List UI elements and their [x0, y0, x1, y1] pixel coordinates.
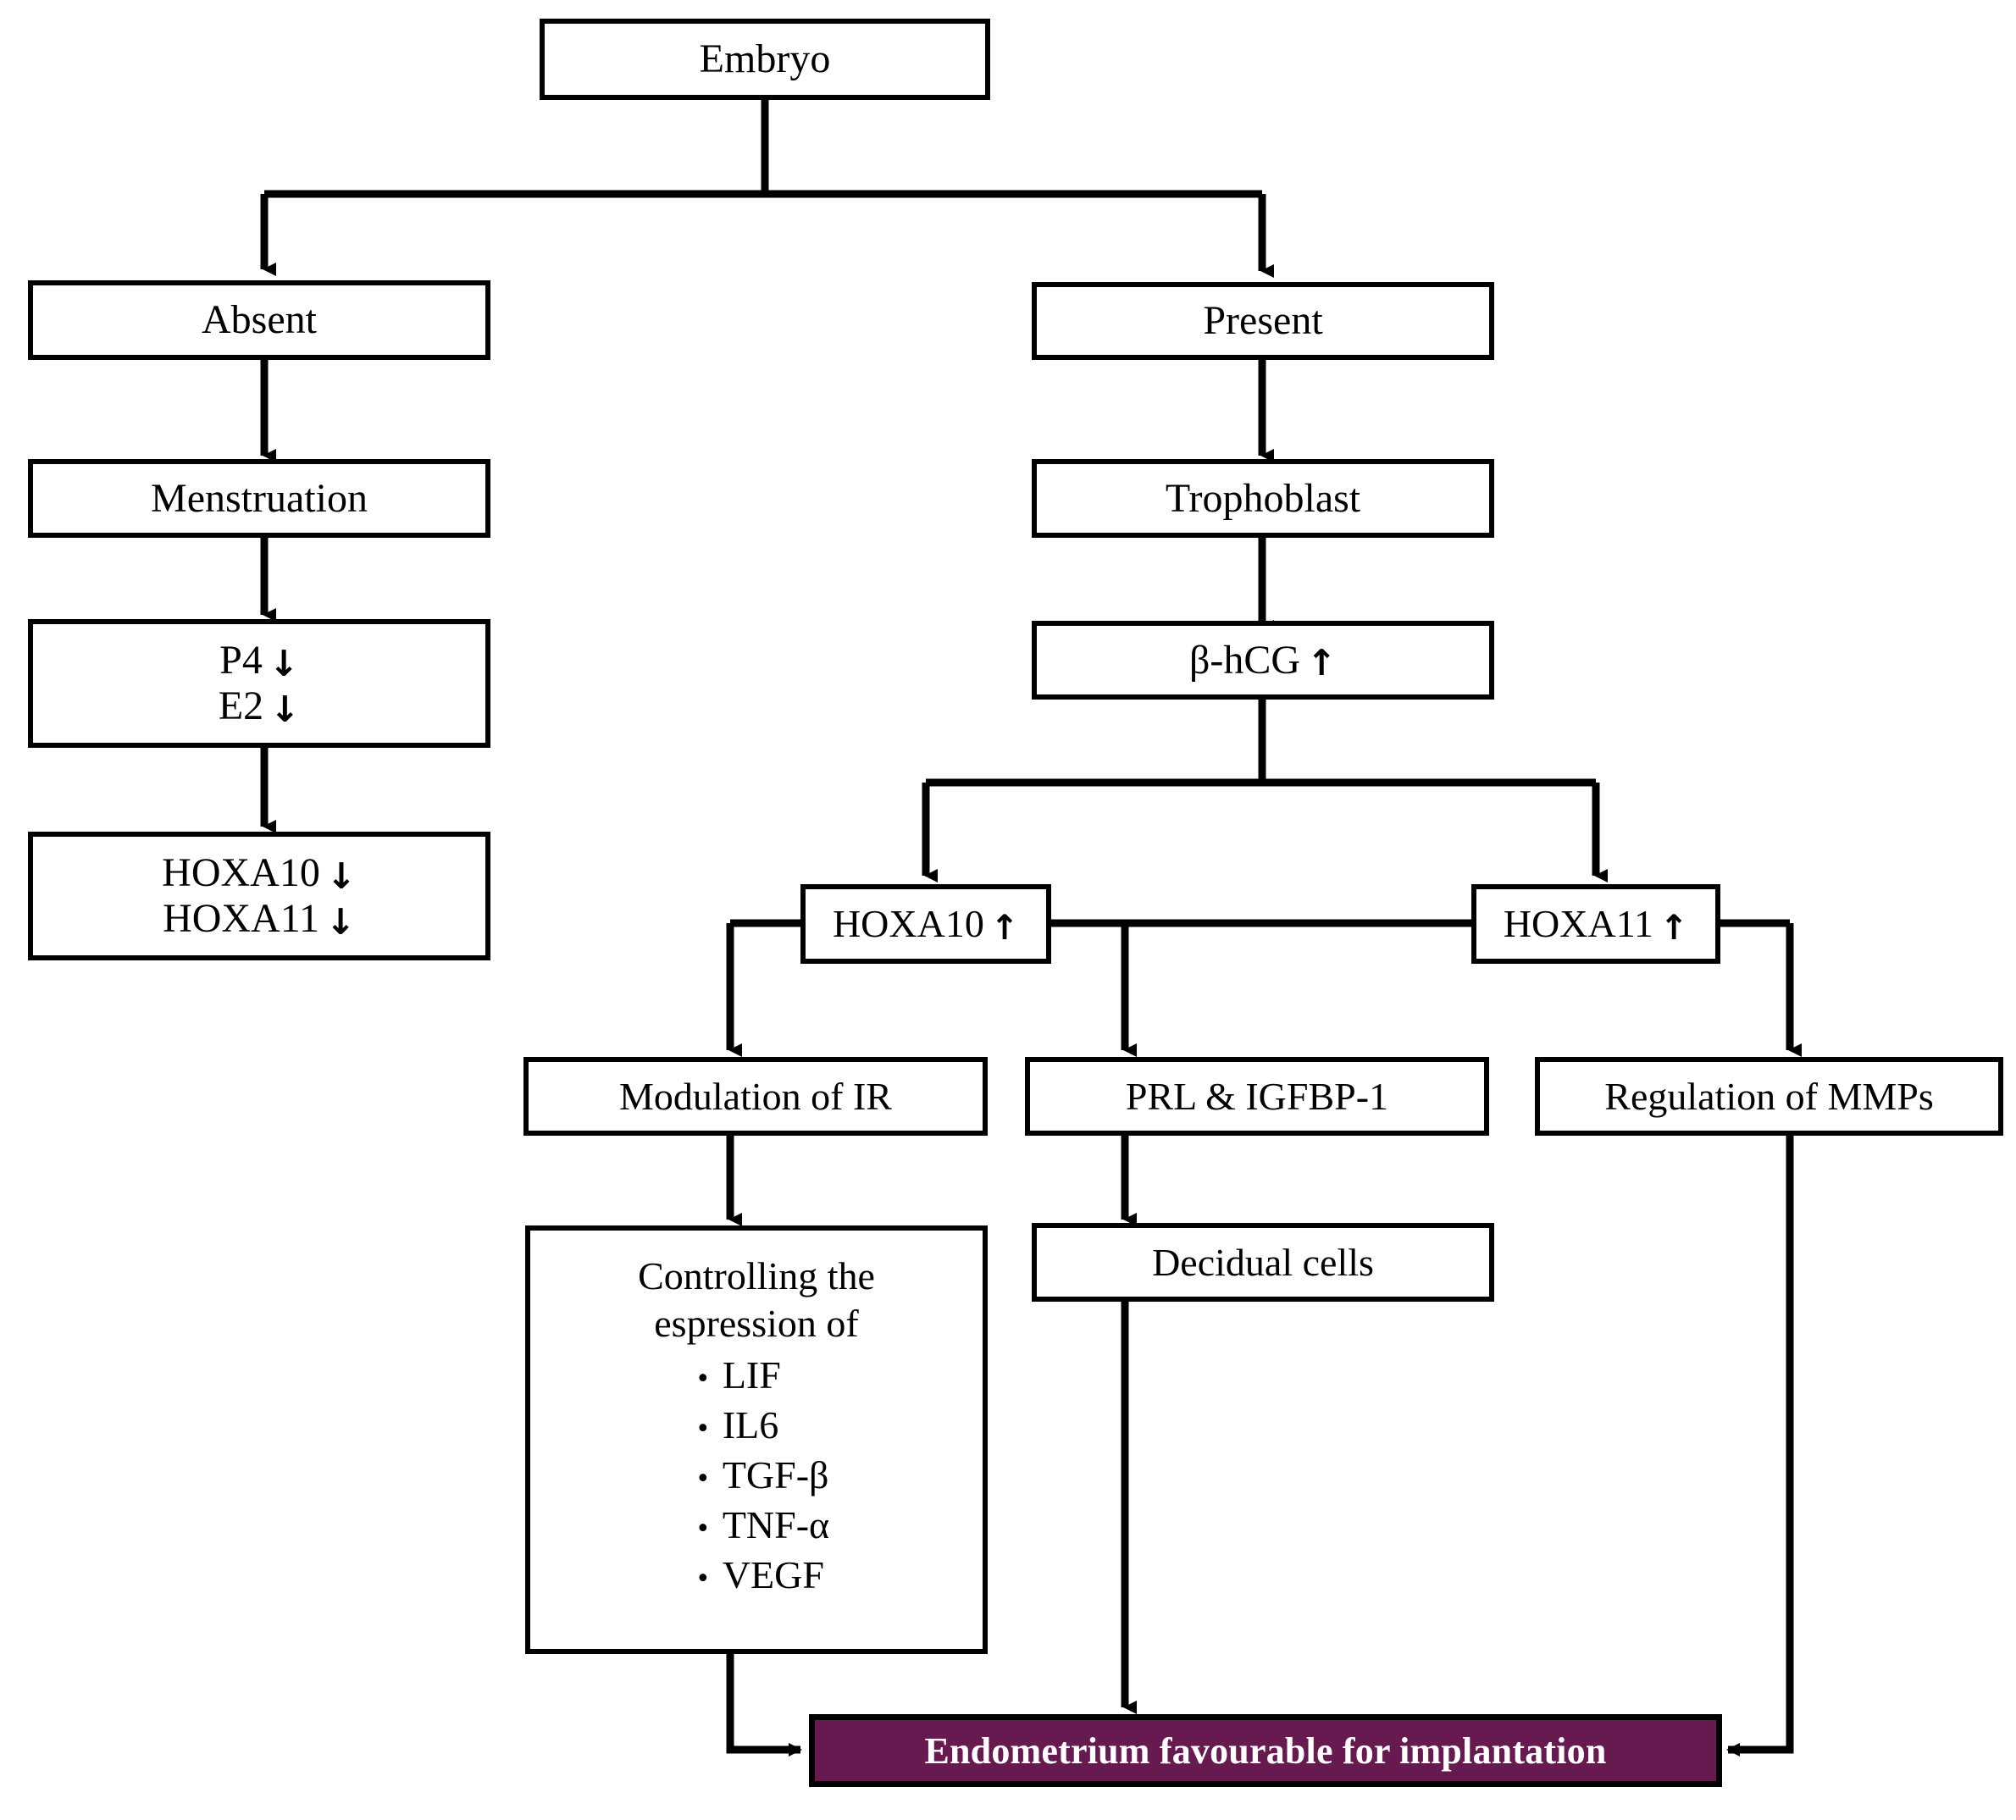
node-hoxa10-up-label: HOXA10 — [832, 902, 984, 946]
arrow-down-icon: ↓ — [269, 688, 301, 730]
node-hoxa-down[interactable]: HOXA10↓ HOXA11↓ — [28, 832, 490, 960]
expression-gene-list: • LIF • IL6 • TGF-β • TNF-α • VEGF — [684, 1353, 829, 1602]
bullet-icon: • — [697, 1410, 709, 1446]
node-absent[interactable]: Absent — [28, 280, 490, 360]
node-hormones-p4-label: P4 — [219, 638, 263, 683]
bullet-icon: • — [697, 1560, 709, 1596]
node-menstruation[interactable]: Menstruation — [28, 459, 490, 538]
arrow-up-icon: ↑ — [1306, 642, 1338, 684]
list-item: • VEGF — [684, 1552, 829, 1597]
node-bhcg-up[interactable]: β-hCG↑ — [1032, 621, 1494, 700]
node-hoxa10-down-row: HOXA10↓ — [162, 850, 357, 896]
bullet-icon: • — [697, 1360, 709, 1396]
node-controlling-expression-heading: Controlling the espression of — [638, 1254, 875, 1346]
node-regulation-mmps[interactable]: Regulation of MMPs — [1535, 1057, 2003, 1136]
node-present[interactable]: Present — [1032, 282, 1494, 360]
node-hoxa11-up-row: HOXA11↑ — [1504, 902, 1688, 946]
node-present-label: Present — [1203, 298, 1323, 344]
arrow-down-icon: ↓ — [326, 855, 357, 897]
list-item: • TNF-α — [684, 1502, 829, 1547]
node-endometrium-favourable[interactable]: Endometrium favourable for implantation — [809, 1714, 1722, 1787]
node-hormones-down[interactable]: P4↓ E2↓ — [28, 619, 490, 748]
node-hoxa10-down-label: HOXA10 — [162, 850, 320, 896]
node-hormones-p4-row: P4↓ — [219, 638, 299, 683]
node-trophoblast-label: Trophoblast — [1165, 475, 1361, 521]
list-item: • LIF — [684, 1353, 829, 1397]
arrow-up-icon: ↑ — [990, 906, 1020, 948]
node-hoxa10-up-row: HOXA10↑ — [833, 902, 1019, 946]
node-modulation-ir[interactable]: Modulation of IR — [523, 1057, 988, 1136]
edge-mmps-to-endometrium — [1726, 1135, 1794, 1756]
arrow-down-icon: ↓ — [269, 642, 299, 684]
list-item: • TGF-β — [684, 1452, 829, 1497]
arrow-up-icon: ↑ — [1659, 906, 1689, 948]
node-embryo[interactable]: Embryo — [540, 19, 990, 100]
node-prl-igfbp1[interactable]: PRL & IGFBP-1 — [1025, 1057, 1489, 1136]
node-controlling-expression[interactable]: Controlling the espression of • LIF • IL… — [525, 1225, 988, 1654]
node-decidual-cells[interactable]: Decidual cells — [1032, 1223, 1494, 1302]
list-item-label: TGF-β — [722, 1453, 829, 1497]
node-regulation-mmps-label: Regulation of MMPs — [1604, 1074, 1934, 1118]
node-hoxa11-down-label: HOXA11 — [163, 896, 319, 941]
node-hormones-e2-row: E2↓ — [219, 683, 300, 729]
node-modulation-ir-label: Modulation of IR — [619, 1074, 892, 1118]
list-item-label: IL6 — [722, 1403, 779, 1447]
edge-controlling-to-endometrium — [726, 1654, 802, 1756]
node-decidual-cells-label: Decidual cells — [1152, 1240, 1374, 1284]
list-item-label: TNF-α — [722, 1503, 830, 1547]
list-item: • IL6 — [684, 1402, 829, 1447]
list-item-label: LIF — [722, 1353, 781, 1397]
node-bhcg-label: β-hCG — [1188, 637, 1301, 683]
node-bhcg-row: β-hCG↑ — [1189, 638, 1337, 683]
bullet-icon: • — [697, 1510, 709, 1546]
node-hoxa11-up[interactable]: HOXA11↑ — [1471, 884, 1720, 964]
node-embryo-label: Embryo — [699, 36, 831, 82]
node-hormones-e2-label: E2 — [218, 683, 264, 728]
node-prl-igfbp1-label: PRL & IGFBP-1 — [1125, 1074, 1389, 1118]
arrow-down-icon: ↓ — [325, 900, 356, 943]
node-absent-label: Absent — [202, 297, 317, 343]
node-hoxa10-up[interactable]: HOXA10↑ — [800, 884, 1051, 964]
node-endometrium-favourable-label: Endometrium favourable for implantation — [924, 1729, 1607, 1772]
node-hoxa11-down-row: HOXA11↓ — [163, 896, 356, 942]
list-item-label: VEGF — [722, 1553, 824, 1597]
node-menstruation-label: Menstruation — [151, 475, 368, 521]
node-hoxa11-up-label: HOXA11 — [1503, 902, 1653, 946]
node-trophoblast[interactable]: Trophoblast — [1032, 459, 1494, 538]
bullet-icon: • — [697, 1460, 709, 1496]
